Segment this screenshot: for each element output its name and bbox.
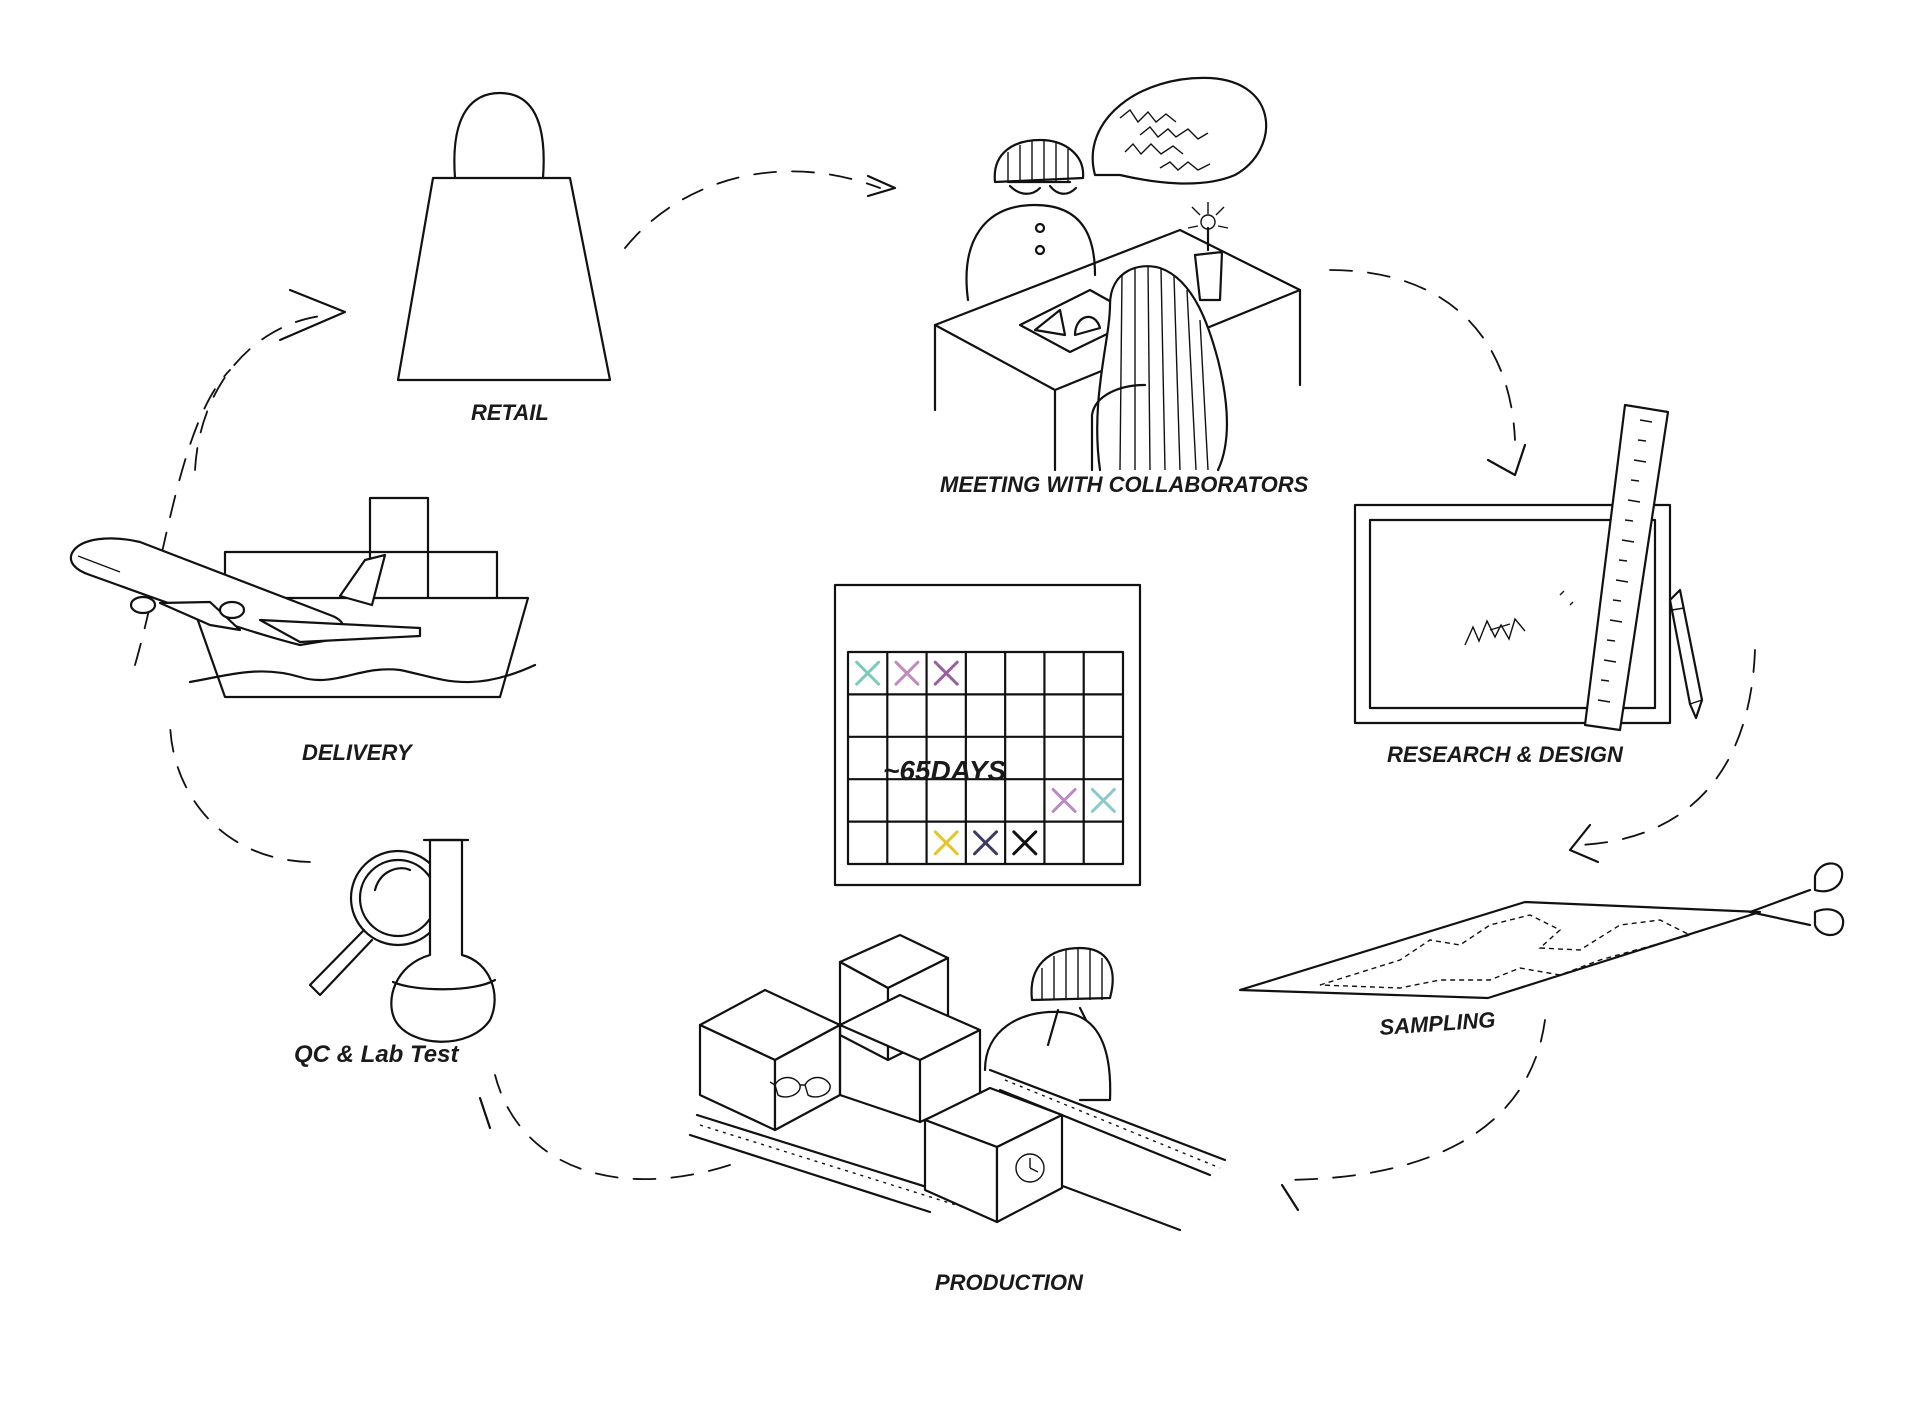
calendar-x-mark	[855, 660, 881, 686]
arrow-delivery-to-retail-upper	[194, 314, 331, 471]
calendar-x-mark	[933, 830, 959, 856]
arrow-meeting-to-research	[1329, 269, 1516, 441]
calendar-marks	[855, 660, 1116, 856]
delivery-icon	[69, 496, 537, 699]
retail-bag-icon	[396, 91, 612, 382]
calendar-x-mark	[933, 660, 959, 686]
arrowhead	[1280, 1183, 1300, 1212]
label-retail: RETAIL	[471, 400, 549, 425]
arrow-qc-to-delivery	[169, 719, 311, 863]
production-icon	[688, 933, 1227, 1232]
calendar-x-mark	[1051, 787, 1077, 813]
cycle-arrows	[134, 170, 1756, 1212]
research-design-icon	[1353, 403, 1704, 732]
calendar-x-mark	[973, 830, 998, 856]
calendar-x-mark	[894, 660, 920, 686]
calendar-grid	[846, 650, 1125, 866]
arrow-delivery-to-retail	[134, 369, 231, 666]
calendar-duration: ~65DAYS	[883, 755, 1007, 786]
calendar-x-mark	[1090, 787, 1116, 813]
meeting-icon	[933, 76, 1302, 472]
arrow-production-to-qc	[494, 1074, 731, 1181]
arrow-sampling-to-production	[1279, 1019, 1546, 1181]
arrow-research-to-sampling	[1579, 649, 1756, 846]
calendar-x-mark	[1012, 830, 1038, 856]
label-meeting: MEETING WITH COLLABORATORS	[940, 472, 1309, 497]
arrowhead	[1568, 823, 1600, 864]
arrowhead	[478, 1096, 492, 1130]
arrowhead	[278, 288, 347, 342]
calendar-icon	[833, 583, 1142, 887]
label-sampling: SAMPLING	[1379, 1007, 1497, 1040]
label-production: PRODUCTION	[935, 1270, 1084, 1295]
arrowhead	[866, 174, 897, 198]
arrow-retail-to-meeting	[624, 170, 881, 249]
sampling-icon	[1238, 862, 1845, 1000]
arrowhead	[1486, 443, 1527, 477]
label-research-design: RESEARCH & DESIGN	[1387, 742, 1624, 767]
label-delivery: DELIVERY	[302, 740, 414, 765]
label-qc-lab-test: QC & Lab Test	[294, 1041, 459, 1068]
qc-lab-icon	[308, 838, 497, 1043]
